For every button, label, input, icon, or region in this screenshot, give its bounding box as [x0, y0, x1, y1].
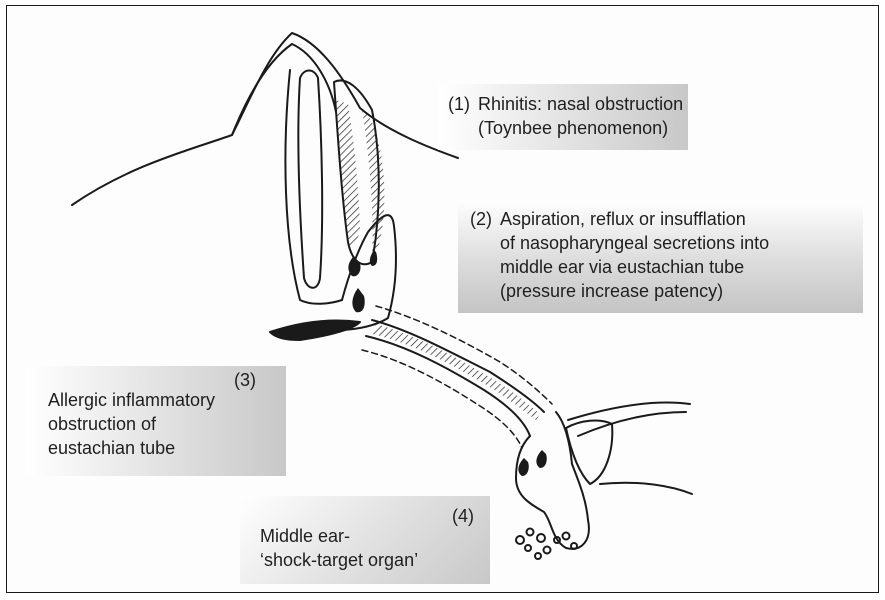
label-text: Rhinitis: nasal obstruction	[478, 94, 683, 114]
secretion-droplet	[352, 288, 364, 312]
label-number: (3)	[234, 368, 256, 392]
hatched-mucosa-right	[362, 110, 384, 262]
secretion-droplet	[348, 256, 360, 276]
label-text: middle ear via eustachian tube	[470, 255, 851, 279]
label-aspiration: (2)Aspiration, reflux or insufflation of…	[458, 199, 863, 313]
label-text: Allergic inflammatory	[48, 388, 215, 412]
nasal-outer-contour	[72, 33, 458, 205]
label-text: (Toynbee phenomenon)	[448, 116, 678, 140]
label-text: of nasopharyngeal secretions into	[470, 231, 851, 255]
label-text: eustachian tube	[48, 436, 175, 460]
label-number: (4)	[452, 504, 474, 528]
label-text: Aspiration, reflux or insufflation	[500, 209, 746, 229]
label-text: (pressure increase patency)	[470, 279, 851, 303]
label-number: (2)	[470, 207, 500, 231]
label-text: Middle ear-	[260, 524, 350, 548]
secretion-droplet	[518, 458, 528, 476]
label-rhinitis: (1)Rhinitis: nasal obstruction (Toynbee …	[438, 84, 688, 150]
palate	[270, 320, 360, 340]
nasopharynx-cavity	[336, 215, 396, 330]
secretion-droplet	[536, 450, 546, 468]
label-allergic-obstruction: (3) Allergic inflammatory obstruction of…	[26, 366, 286, 476]
label-number: (1)	[448, 92, 478, 116]
label-middle-ear: (4) Middle ear- ‘shock-target organ’	[240, 496, 490, 584]
secretion-droplet	[370, 250, 377, 266]
nasal-septum	[298, 71, 322, 288]
label-text: obstruction of	[48, 412, 156, 436]
tympanic-membrane	[566, 421, 612, 484]
label-text: ‘shock-target organ’	[260, 548, 418, 572]
hatched-mucosa-upper	[336, 100, 360, 246]
middle-ear-chamber	[516, 412, 589, 549]
